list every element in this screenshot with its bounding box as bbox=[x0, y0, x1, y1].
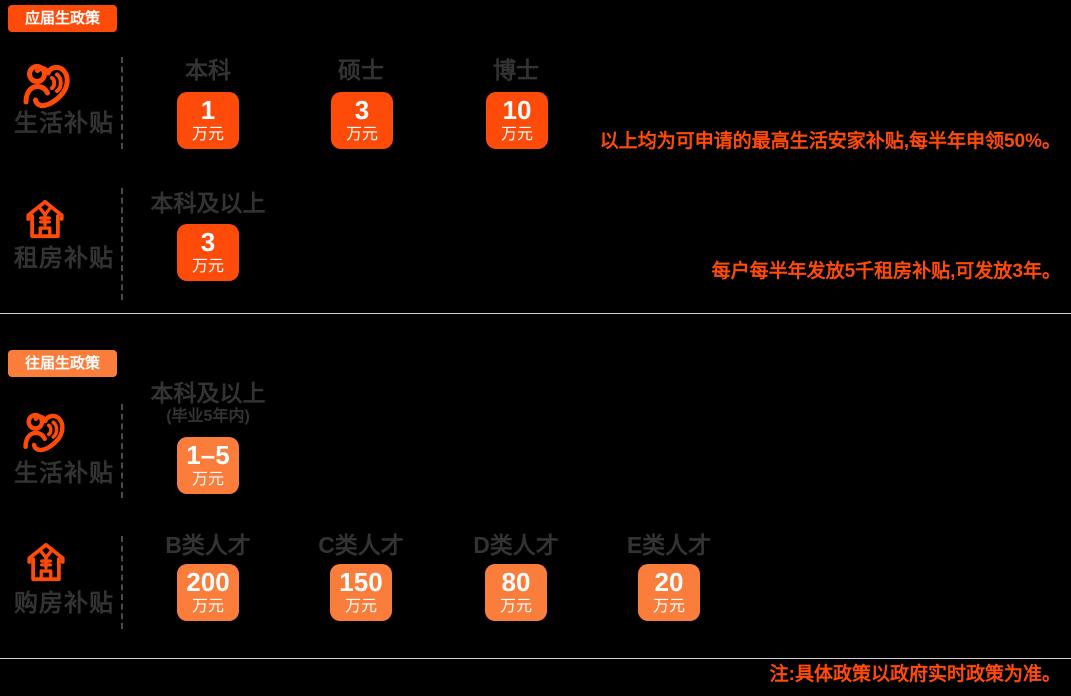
amount-value: 20 bbox=[654, 566, 684, 597]
degree-header-bachelor-above: 本科及以上 bbox=[150, 380, 266, 406]
rent-subsidy-label: 租房补贴 bbox=[14, 245, 114, 272]
talent-header-e: E类人才 bbox=[626, 532, 712, 558]
amount-unit: 万元 bbox=[500, 126, 533, 144]
footer-disclaimer-note: 注:具体政策以政府实时政策为准。 bbox=[769, 664, 1061, 685]
degree-header-bachelor-above: 本科及以上 bbox=[150, 190, 266, 216]
amount-unit: 万元 bbox=[191, 126, 224, 144]
amount-badge: 1 万元 bbox=[177, 92, 239, 149]
amount-unit: 万元 bbox=[652, 598, 685, 616]
amount-value: 1–5 bbox=[186, 439, 230, 470]
living-subsidy-note: 以上均为可申请的最高生活安家补贴,每半年申领50%。 bbox=[599, 131, 1061, 152]
amount-unit: 万元 bbox=[191, 598, 224, 616]
amount-value: 1 bbox=[200, 94, 216, 125]
amount-value: 10 bbox=[502, 94, 532, 125]
amount-badge: 3 万元 bbox=[331, 92, 393, 149]
talent-header-d: D类人才 bbox=[473, 532, 559, 558]
rent-subsidy-note: 每户每半年发放5千租房补贴,可发放3年。 bbox=[711, 261, 1061, 282]
section-divider bbox=[0, 313, 1071, 314]
house-yuan-icon bbox=[24, 197, 66, 246]
amount-badge: 10 万元 bbox=[486, 92, 548, 149]
amount-badge: 3 万元 bbox=[177, 224, 239, 281]
talent-header-b: B类人才 bbox=[165, 532, 251, 558]
living-subsidy-label: 生活补贴 bbox=[14, 460, 114, 487]
amount-value: 80 bbox=[501, 566, 531, 597]
amount-unit: 万元 bbox=[191, 471, 224, 489]
amount-value: 200 bbox=[186, 566, 230, 597]
amount-badge: 80 万元 bbox=[485, 564, 547, 621]
house-yuan-icon bbox=[25, 540, 67, 589]
talent-header-c: C类人才 bbox=[318, 532, 404, 558]
people-heart-care-icon bbox=[22, 61, 78, 116]
dashed-divider bbox=[121, 404, 123, 498]
amount-badge: 150 万元 bbox=[330, 564, 392, 621]
amount-badge: 1–5 万元 bbox=[177, 437, 239, 494]
purchase-subsidy-label: 购房补贴 bbox=[14, 590, 114, 617]
degree-header-bachelor: 本科 bbox=[185, 57, 231, 83]
graduation-window-subheader: (毕业5年内) bbox=[166, 408, 250, 425]
amount-unit: 万元 bbox=[344, 598, 377, 616]
dashed-divider bbox=[121, 536, 123, 629]
degree-header-doctor: 博士 bbox=[493, 57, 539, 83]
amount-value: 3 bbox=[200, 226, 216, 257]
amount-value: 3 bbox=[354, 94, 370, 125]
amount-unit: 万元 bbox=[499, 598, 532, 616]
degree-header-master: 硕士 bbox=[338, 57, 384, 83]
previous-policy-tag: 往届生政策 bbox=[8, 350, 118, 377]
people-heart-care-icon bbox=[22, 410, 72, 460]
amount-badge: 200 万元 bbox=[177, 564, 239, 621]
living-subsidy-label: 生活补贴 bbox=[14, 110, 114, 137]
footer-divider bbox=[0, 658, 1071, 659]
amount-badge: 20 万元 bbox=[638, 564, 700, 621]
dashed-divider bbox=[121, 57, 123, 149]
amount-unit: 万元 bbox=[345, 126, 378, 144]
dashed-divider bbox=[121, 188, 123, 300]
amount-unit: 万元 bbox=[191, 258, 224, 276]
fresh-policy-tag: 应届生政策 bbox=[8, 5, 118, 32]
amount-value: 150 bbox=[339, 566, 383, 597]
